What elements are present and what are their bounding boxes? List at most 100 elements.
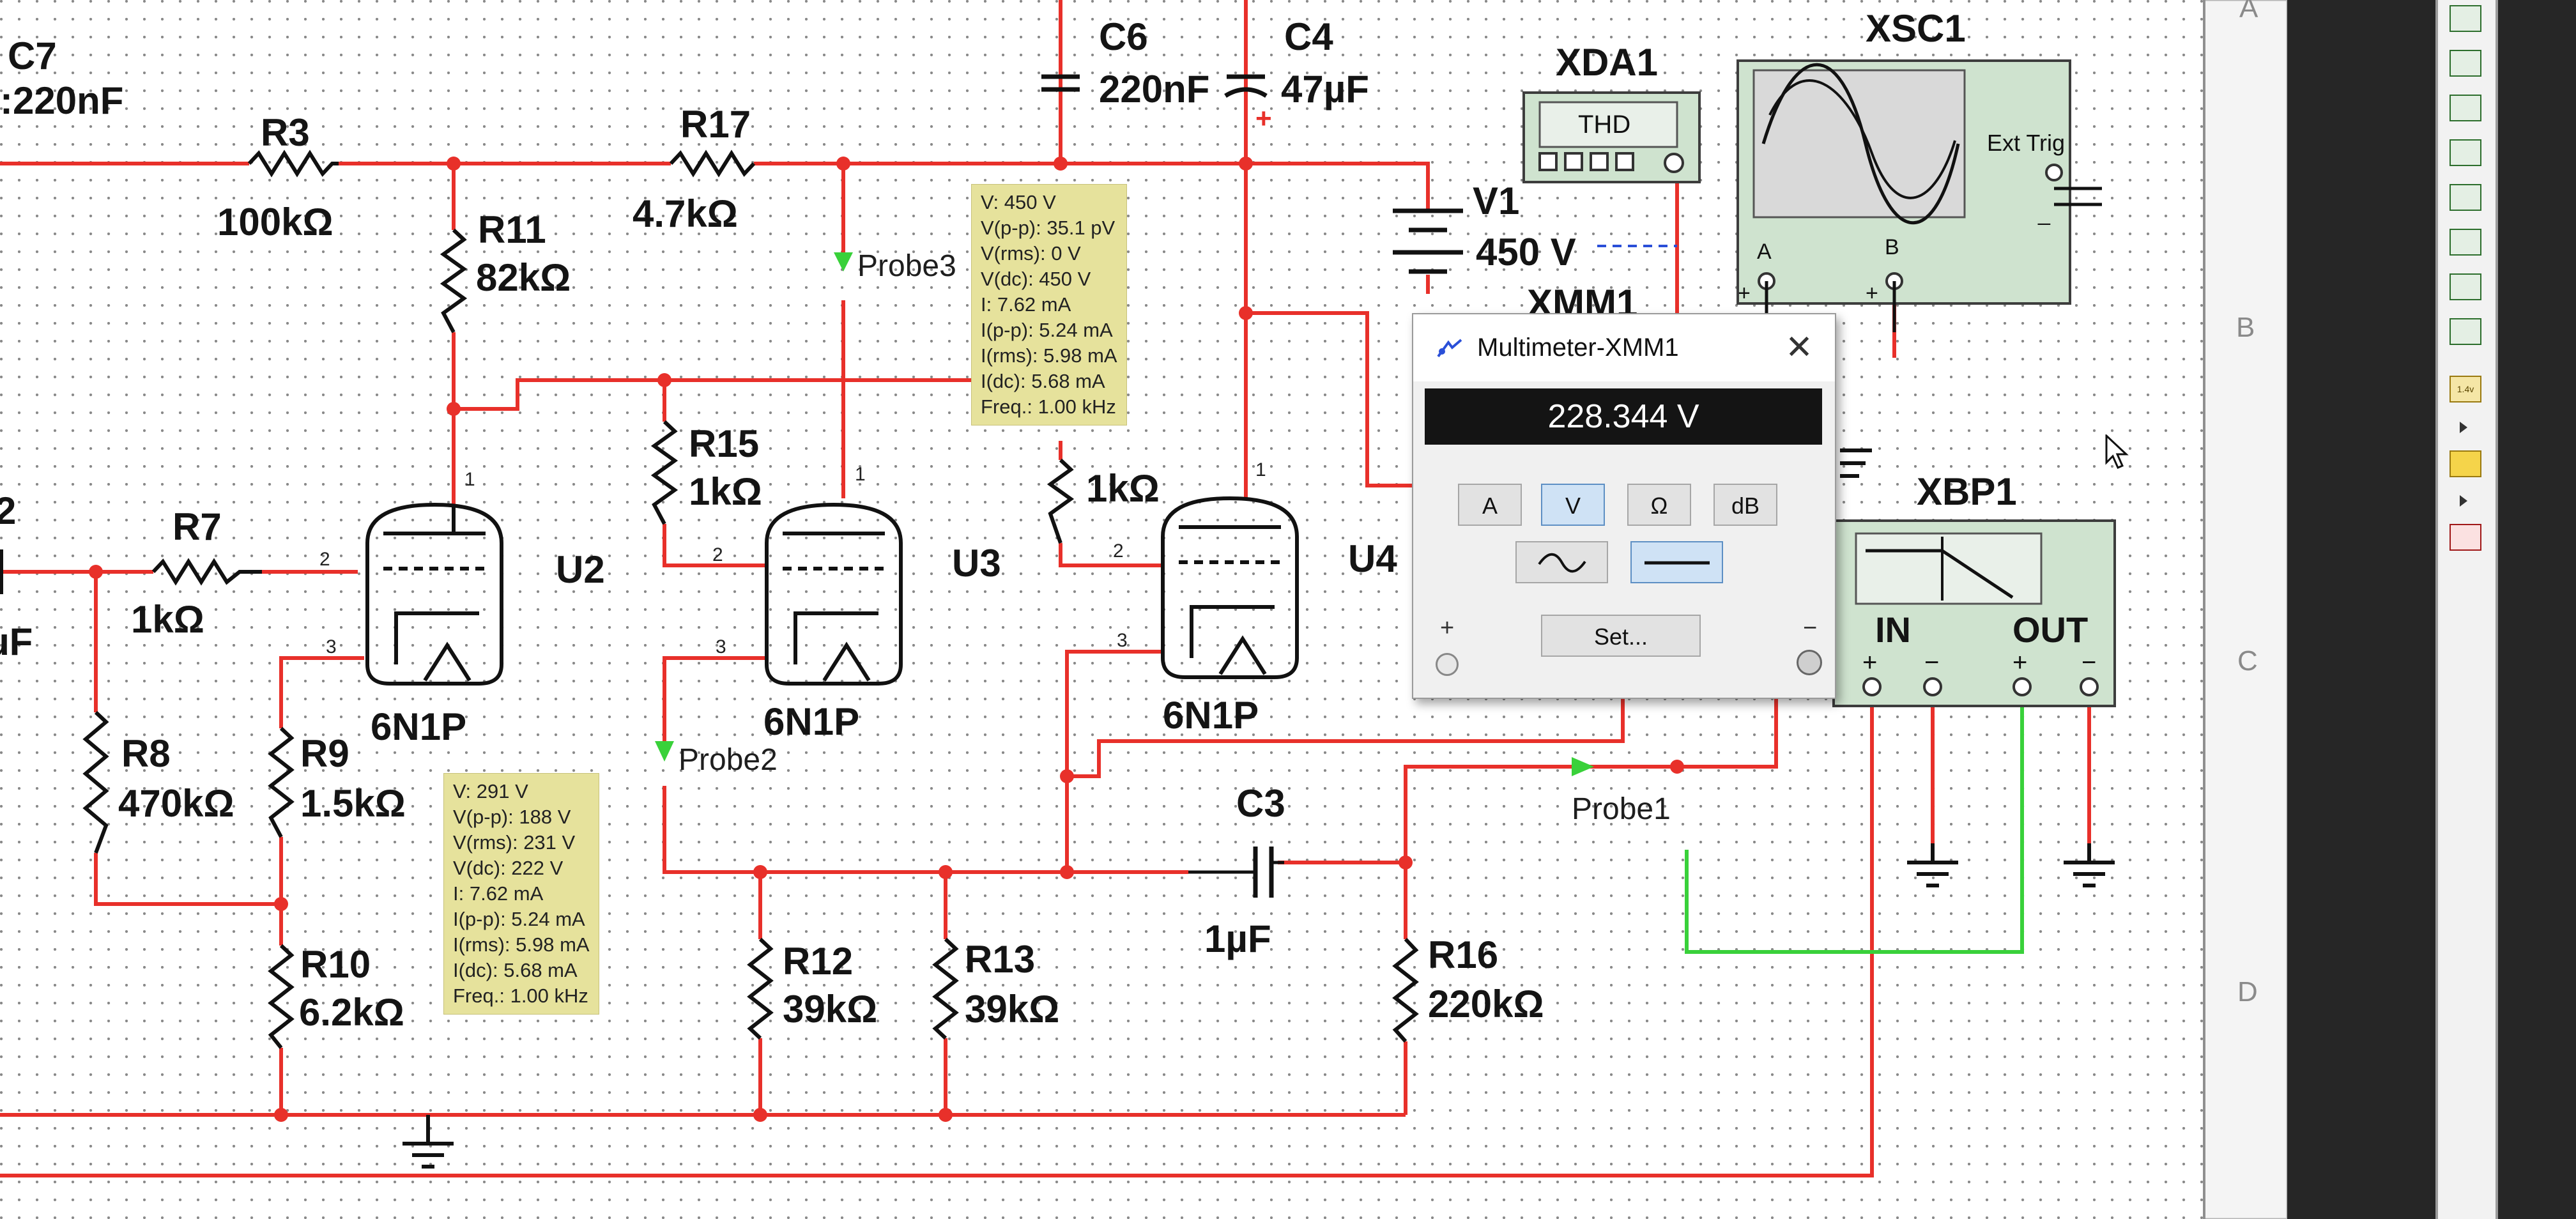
multimeter-dialog[interactable]: Multimeter-XMM1 ✕ 228.344 V A V Ω dB + −… [1412,313,1836,699]
u3-pin2: 2 [712,544,723,565]
r15-value: 1kΩ [689,470,762,513]
border-marker-a: A [2239,0,2258,24]
v1-symbol [1393,208,1463,274]
c7-value: :220nF [0,79,123,122]
c6-symbol [1041,74,1080,92]
window-edge [2287,0,2576,1219]
xbp1-instrument[interactable] [1832,519,2116,707]
readout-line: I(dc): 5.68 mA [981,370,1105,392]
palette-multimeter-icon[interactable] [2450,5,2481,32]
r17-symbol [669,150,756,178]
palette-bode-plotter-icon[interactable] [2450,229,2481,256]
c7-name: C7 [8,34,57,77]
r7-name: R7 [172,505,222,548]
r7-symbol [151,558,262,586]
wires [0,0,2364,1177]
ground-icon [402,1115,454,1169]
r-u4-grid-symbol [1046,458,1075,544]
xsc1-instrument[interactable] [1736,59,2102,332]
xda1-name: XDA1 [1556,41,1658,84]
mode-button-ampere[interactable]: A [1458,484,1522,526]
u3-tube-symbol [765,502,903,686]
mode-button-ohm[interactable]: Ω [1627,484,1691,526]
r3-symbol [247,150,339,178]
xda1-screen-label: THD [1578,111,1630,139]
palette-expand-arrow-icon[interactable] [2460,422,2467,433]
ac-mode-button[interactable] [1515,541,1608,583]
u4-pin3: 3 [1117,630,1128,651]
palette-voltage-probe-icon[interactable]: 1.4v [2450,376,2481,402]
minus-terminal[interactable] [1797,650,1822,675]
u2-pin3: 3 [326,636,337,657]
readout-line: Freq.: 1.00 kHz [981,395,1116,418]
readout-line: V(dc): 450 V [981,268,1091,290]
mode-button-db[interactable]: dB [1713,484,1777,526]
xbp1-out-plus: + [2012,648,2027,677]
multimeter-titlebar[interactable]: Multimeter-XMM1 ✕ [1413,314,1835,381]
probe2-marker[interactable] [655,741,674,762]
probe3-marker[interactable] [834,252,853,272]
xsc1-ext-trig-label: Ext Trig [1987,130,2065,156]
palette-function-generator-icon[interactable] [2450,50,2481,77]
ground-icon [1840,448,1872,478]
xda1-instrument[interactable] [1522,91,1701,183]
xbp1-in-minus: − [1924,648,1939,677]
mode-button-volt[interactable]: V [1541,484,1605,526]
ground-icon [1907,843,1958,887]
readout-line: I(dc): 5.68 mA [453,959,578,981]
u2-model: 6N1P [371,705,466,748]
dc-mode-button[interactable] [1630,541,1723,583]
r10-symbol [268,944,295,1049]
set-button[interactable]: Set... [1541,615,1701,657]
junction-dots [89,157,1684,1122]
readout-line: I(rms): 5.98 mA [453,933,590,956]
u4-pin2: 2 [1113,540,1124,562]
palette-measurement-probe-icon[interactable] [2450,450,2481,477]
c3-symbol [1188,847,1284,898]
probe1-label[interactable]: Probe1 [1572,792,1671,826]
mouse-cursor-icon [2105,434,2129,469]
u2-pin1: 1 [464,469,475,490]
r7-value: 1kΩ [131,598,204,641]
readout-line: V(p-p): 188 V [453,806,571,828]
readout-line: V: 291 V [453,780,528,802]
xbp1-in-plus: + [1862,648,1877,677]
multimeter-title: Multimeter-XMM1 [1477,334,1679,362]
u4-model: 6N1P [1163,694,1259,737]
probe2-label[interactable]: Probe2 [678,743,778,777]
multimeter-app-icon [1437,339,1462,358]
sheet-border [2203,0,2288,1219]
r15-name: R15 [689,422,759,465]
palette-word-generator-icon[interactable] [2450,318,2481,345]
r10-name: R10 [300,943,371,986]
palette-current-probe-icon[interactable] [2450,524,2481,551]
c3-name: C3 [1236,782,1285,825]
u4-tube-symbol [1161,496,1299,679]
palette-four-channel-oscilloscope-icon[interactable] [2450,184,2481,211]
u3-model: 6N1P [763,700,859,743]
instrument-palette[interactable]: 1.4v [2435,0,2498,1219]
v1-name: V1 [1473,180,1519,222]
probe3-label[interactable]: Probe3 [857,249,956,283]
u2-pin2: 2 [319,549,330,570]
palette-frequency-counter-icon[interactable] [2450,273,2481,300]
readout-line: I: 7.62 mA [981,293,1071,316]
r16-symbol [1392,937,1419,1043]
plus-terminal[interactable] [1436,653,1459,676]
close-icon[interactable]: ✕ [1785,329,1813,366]
xsc1-b-plus: + [1866,281,1878,305]
border-marker-d: D [2237,976,2258,1008]
readout-line: Freq.: 1.00 kHz [453,985,588,1007]
left-edge-cut-value: µF [0,620,33,663]
r8-value: 470kΩ [118,782,234,825]
readout-line: V(rms): 0 V [981,242,1081,264]
palette-oscilloscope-icon[interactable] [2450,139,2481,166]
r8-name: R8 [121,732,171,775]
r16-value: 220kΩ [1428,983,1544,1025]
palette-expand-arrow-icon[interactable] [2460,495,2467,507]
palette-wattmeter-icon[interactable] [2450,95,2481,121]
probe1-marker[interactable] [1572,757,1594,776]
readout-line: V(p-p): 35.1 pV [981,217,1116,239]
r12-value: 39kΩ [783,988,877,1031]
